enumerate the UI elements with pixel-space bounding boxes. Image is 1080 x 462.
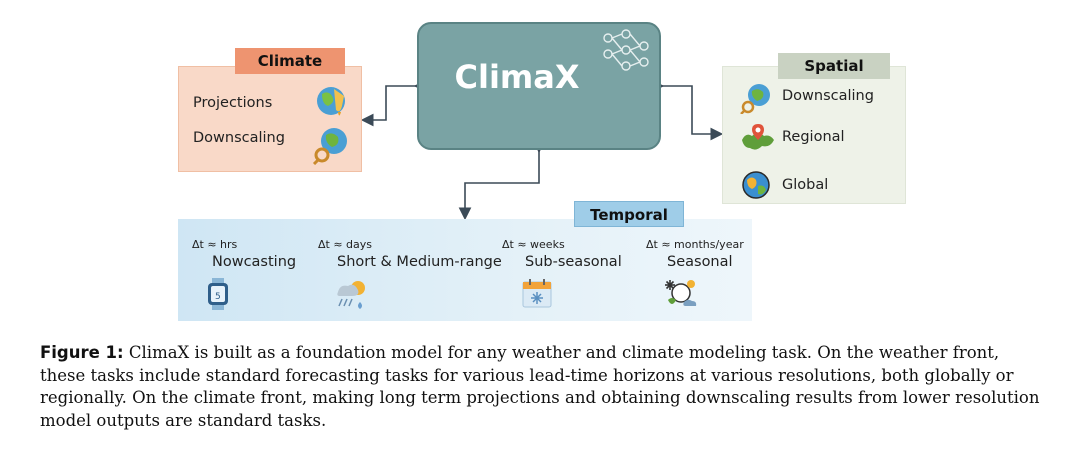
nowcasting-timescale: Δt ≈ hrs xyxy=(192,238,238,251)
caption-label: Figure 1: xyxy=(40,343,124,362)
temporal-panel xyxy=(178,219,752,321)
climate-item-projections: Projections xyxy=(193,95,273,111)
seasonal-timescale: Δt ≈ months/year xyxy=(646,238,744,251)
climate-item-downscaling: Downscaling xyxy=(193,130,285,146)
climax-model-box xyxy=(417,22,661,150)
globe-magnifier-icon xyxy=(312,128,347,165)
spatial-item-downscaling: Downscaling xyxy=(782,88,874,104)
arrow-climax-temporal xyxy=(458,140,546,221)
temporal-tag: Temporal xyxy=(574,201,684,227)
melting-globe-icon xyxy=(317,87,345,116)
arrow-climax-spatial xyxy=(651,79,724,141)
arrow-climax-climate xyxy=(360,79,427,127)
sub-seasonal-label: Sub-seasonal xyxy=(525,254,622,270)
climate-tag: Climate xyxy=(235,48,345,74)
figure-caption: Figure 1: ClimaX is built as a foundatio… xyxy=(40,342,1040,432)
spatial-item-regional: Regional xyxy=(782,129,845,145)
caption-text: ClimaX is built as a foundation model fo… xyxy=(40,343,1040,430)
map-pin-icon xyxy=(742,124,774,150)
sub-seasonal-timescale: Δt ≈ weeks xyxy=(502,238,565,251)
sun-rain-icon xyxy=(337,281,365,309)
climate-panel xyxy=(178,66,362,172)
seasons-icon xyxy=(665,280,697,306)
svg-text:5: 5 xyxy=(215,292,221,302)
climax-title: ClimaX xyxy=(454,58,580,96)
spatial-tag: Spatial xyxy=(778,53,890,79)
medium-range-label: Short & Medium-range xyxy=(337,254,502,270)
medium-range-timescale: Δt ≈ days xyxy=(318,238,373,251)
neural-network-icon xyxy=(603,29,649,71)
nowcasting-label: Nowcasting xyxy=(212,254,297,270)
globe-magnifier-icon xyxy=(740,84,770,114)
spatial-item-global: Global xyxy=(782,177,829,193)
calendar-icon xyxy=(522,279,552,308)
smartwatch-icon: 5 xyxy=(208,278,228,310)
globe-icon xyxy=(742,171,770,199)
seasonal-label: Seasonal xyxy=(667,254,733,270)
